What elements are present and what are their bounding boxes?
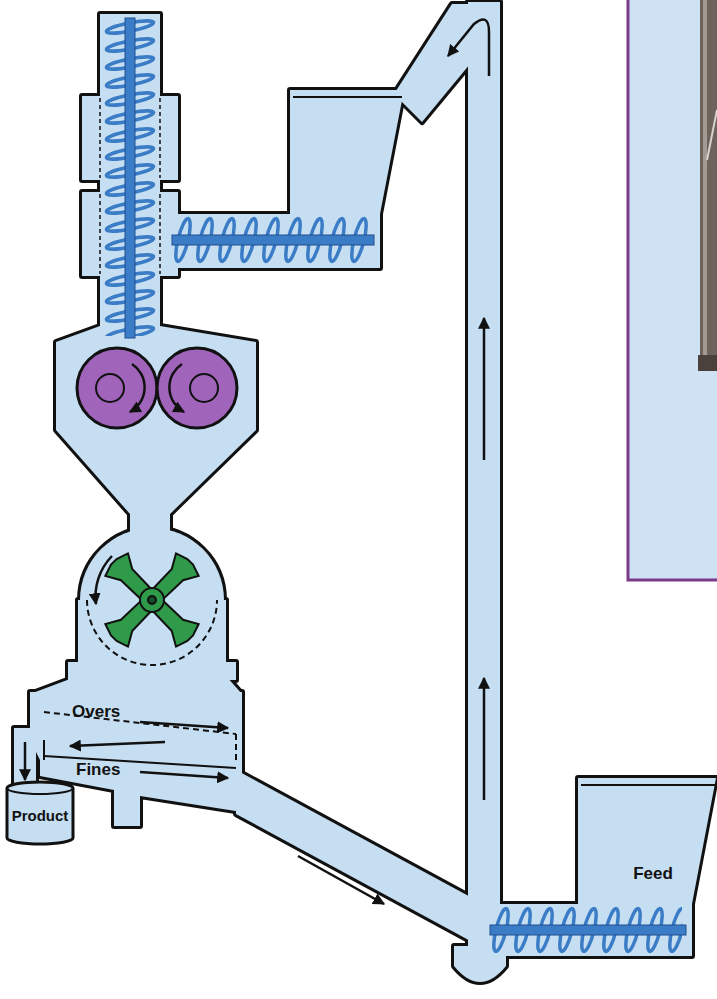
hopper-rim (293, 96, 402, 98)
roll-hub (190, 374, 218, 402)
flange-line (99, 98, 101, 178)
photo-panel (628, 0, 717, 580)
screw-shaft (490, 925, 686, 935)
node-label: Product (4, 806, 76, 826)
screen-deck: OversFines (14, 692, 240, 742)
flow-connector (24, 742, 27, 780)
rotor-arm (103, 551, 164, 612)
flow-arrows (298, 20, 489, 905)
flange-line (99, 194, 101, 274)
vertical-screw (102, 18, 158, 338)
rotor-arm (141, 589, 202, 650)
machine-photo-base (698, 355, 717, 371)
flow-arrow (70, 742, 165, 746)
rotor-arm (103, 589, 164, 650)
screen-wall (43, 740, 45, 760)
roll (77, 348, 157, 428)
machine-photo-strut (707, 110, 717, 160)
stream-label: Overs (72, 702, 120, 722)
photo-frame (628, 0, 717, 580)
mill-rotor (76, 524, 229, 677)
flow-arrow (140, 722, 228, 728)
housing-outline (14, 2, 716, 982)
machine-photo-highlight (703, 0, 707, 360)
feed-hopper: Feed (612, 862, 694, 886)
rotation-arrow (130, 364, 145, 412)
rotor-hub (135, 583, 169, 617)
mill (76, 524, 229, 677)
node-label: Feed (612, 864, 694, 884)
screen-mesh (235, 734, 237, 762)
screw-shaft (125, 18, 135, 338)
screen-deck (44, 712, 236, 778)
hopper-rim (581, 784, 715, 786)
roll (157, 348, 237, 428)
feed-screw (490, 904, 686, 956)
compaction-rolls (77, 348, 237, 428)
screw-shaft (172, 235, 374, 245)
housing-fill (14, 2, 716, 982)
rotor-axle (146, 594, 157, 605)
drum-rim (7, 788, 73, 794)
flange-line (159, 98, 161, 178)
flow-arrow (448, 20, 489, 77)
screen-pan (44, 756, 236, 768)
rotor-arm (141, 551, 202, 612)
flow-arrow (483, 678, 486, 800)
rotation-arrow (96, 556, 112, 604)
roll-hub (96, 374, 124, 402)
horizontal-screw (172, 214, 374, 266)
product-drum: Product (4, 780, 76, 846)
flange-line (159, 194, 161, 274)
rotation-arrow (169, 364, 184, 412)
flow-arrow (140, 772, 228, 778)
machine-photo (700, 0, 717, 370)
stream-label: Fines (76, 760, 120, 780)
flow-arrow (483, 318, 486, 460)
flow-arrow (298, 856, 384, 904)
